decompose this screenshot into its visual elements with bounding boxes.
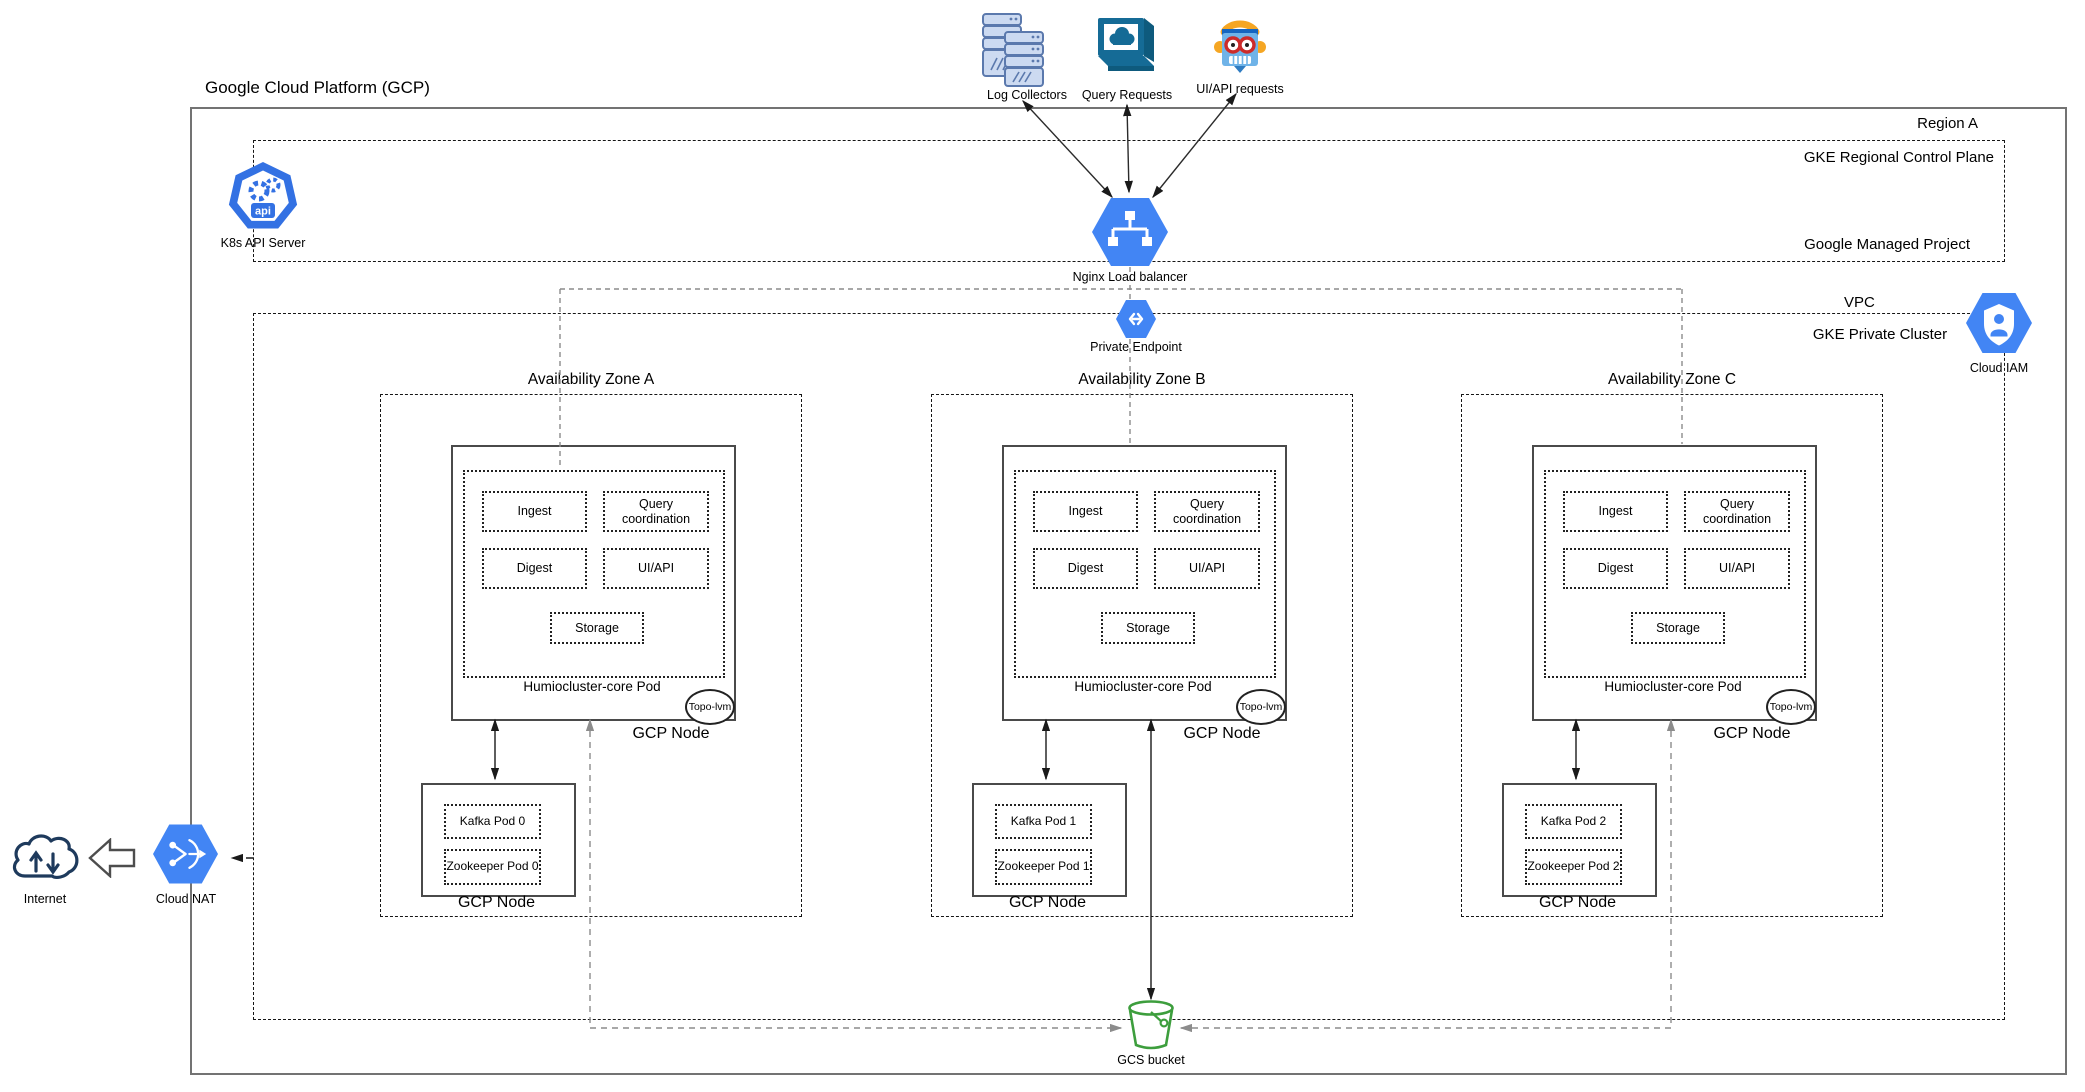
zone-a-zookeeper-pod-box: Zookeeper Pod 0: [444, 849, 541, 885]
k8s-api-server-icon: api: [228, 162, 298, 229]
gcs-bucket-label: GCS bucket: [1117, 1053, 1185, 1067]
zone-b-storage-box: Storage: [1101, 612, 1195, 644]
zone-a-storage-box: Storage: [550, 612, 644, 644]
zone-c-pod-label: Humiocluster-core Pod: [1604, 679, 1742, 694]
zone-a-digest-box: Digest: [482, 548, 587, 589]
zone-b-pod-label: Humiocluster-core Pod: [1074, 679, 1212, 694]
vpc-label: VPC: [1844, 294, 1875, 311]
zone-c-core-node-label: GCP Node: [1713, 725, 1791, 742]
zone-b-core-gcp-node: Ingest Query coordination Digest UI/API …: [1002, 445, 1287, 725]
zone-c-to-bucket-connector: [1179, 718, 1676, 1033]
zone-a-kafka-gcp-node: Kafka Pod 0 Zookeeper Pod 0: [421, 783, 576, 897]
query-requests-label: Query Requests: [1081, 88, 1173, 102]
zone-a-to-bucket-connector: [585, 718, 1123, 1033]
private-endpoint-icon: [1116, 300, 1156, 338]
lb-fanout-connectors: [559, 267, 1683, 467]
zone-c-query-coordination-box: Query coordination: [1684, 491, 1790, 532]
zone-a-ingest-box: Ingest: [482, 491, 587, 532]
cloud-nat-icon: [153, 824, 218, 884]
query-requests-icon: [1098, 18, 1154, 71]
zone-a-kafka-node-label: GCP Node: [457, 894, 536, 911]
svg-text:api: api: [255, 206, 271, 218]
zone-c-humiocluster-pod-box: Ingest Query coordination Digest UI/API …: [1544, 470, 1806, 678]
google-managed-project-label: Google Managed Project: [1804, 236, 1970, 253]
zone-a-kafka-pod-box: Kafka Pod 0: [444, 804, 541, 839]
internet-icon: [12, 834, 79, 879]
ui-api-requests-icon: [1214, 20, 1266, 73]
zone-a-query-coordination-box: Query coordination: [603, 491, 709, 532]
zone-b-humiocluster-pod-box: Ingest Query coordination Digest UI/API …: [1014, 470, 1276, 678]
zone-b-query-coordination-box: Query coordination: [1154, 491, 1260, 532]
region-label: Region A: [1917, 115, 1978, 132]
zone-a-humiocluster-pod-box: Ingest Query coordination Digest UI/API …: [463, 470, 725, 678]
zone-a-uiapi-box: UI/API: [603, 548, 709, 589]
zone-c-digest-box: Digest: [1563, 548, 1668, 589]
cloud-iam-label: Cloud IAM: [1969, 361, 2029, 375]
zone-a-pod-label: Humiocluster-core Pod: [523, 679, 661, 694]
zone-b-ingest-box: Ingest: [1033, 491, 1138, 532]
gke-regional-control-plane-label: GKE Regional Control Plane: [1803, 149, 1994, 166]
zone-c-label: Availability Zone C: [1607, 371, 1737, 388]
internet-label: Internet: [23, 892, 67, 906]
core-to-kafka-arrows: [490, 718, 1581, 781]
zone-c-topo-lvm-badge: Topo-lvm: [1766, 689, 1816, 725]
cloud-nat-label: Cloud NAT: [155, 892, 217, 906]
k8s-api-server-label: K8s API Server: [220, 236, 306, 250]
private-endpoint-label: Private Endpoint: [1090, 340, 1182, 354]
nginx-load-balancer-label: Nginx Load balancer: [1072, 270, 1188, 284]
nat-to-internet-arrow: [88, 838, 136, 878]
log-collectors-icon: [982, 13, 1044, 87]
gcp-title: Google Cloud Platform (GCP): [205, 78, 430, 97]
zone-b-uiapi-box: UI/API: [1154, 548, 1260, 589]
zone-c-storage-box: Storage: [1631, 612, 1725, 644]
zone-c-ingest-box: Ingest: [1563, 491, 1668, 532]
ui-api-requests-label: UI/API requests: [1196, 82, 1284, 96]
gcs-bucket-icon: [1128, 1000, 1174, 1050]
zone-c-core-gcp-node: Ingest Query coordination Digest UI/API …: [1532, 445, 1817, 725]
log-collectors-label: Log Collectors: [987, 88, 1067, 102]
cloud-iam-icon: [1966, 293, 2032, 353]
zone-b-label: Availability Zone B: [1078, 371, 1206, 388]
zone-a-core-gcp-node: Ingest Query coordination Digest UI/API …: [451, 445, 736, 725]
zone-c-uiapi-box: UI/API: [1684, 548, 1790, 589]
gke-private-cluster-label: GKE Private Cluster: [1812, 326, 1948, 343]
nginx-load-balancer-icon: [1092, 198, 1168, 266]
zone-b-digest-box: Digest: [1033, 548, 1138, 589]
external-to-lb-arrows: [1022, 92, 1237, 199]
